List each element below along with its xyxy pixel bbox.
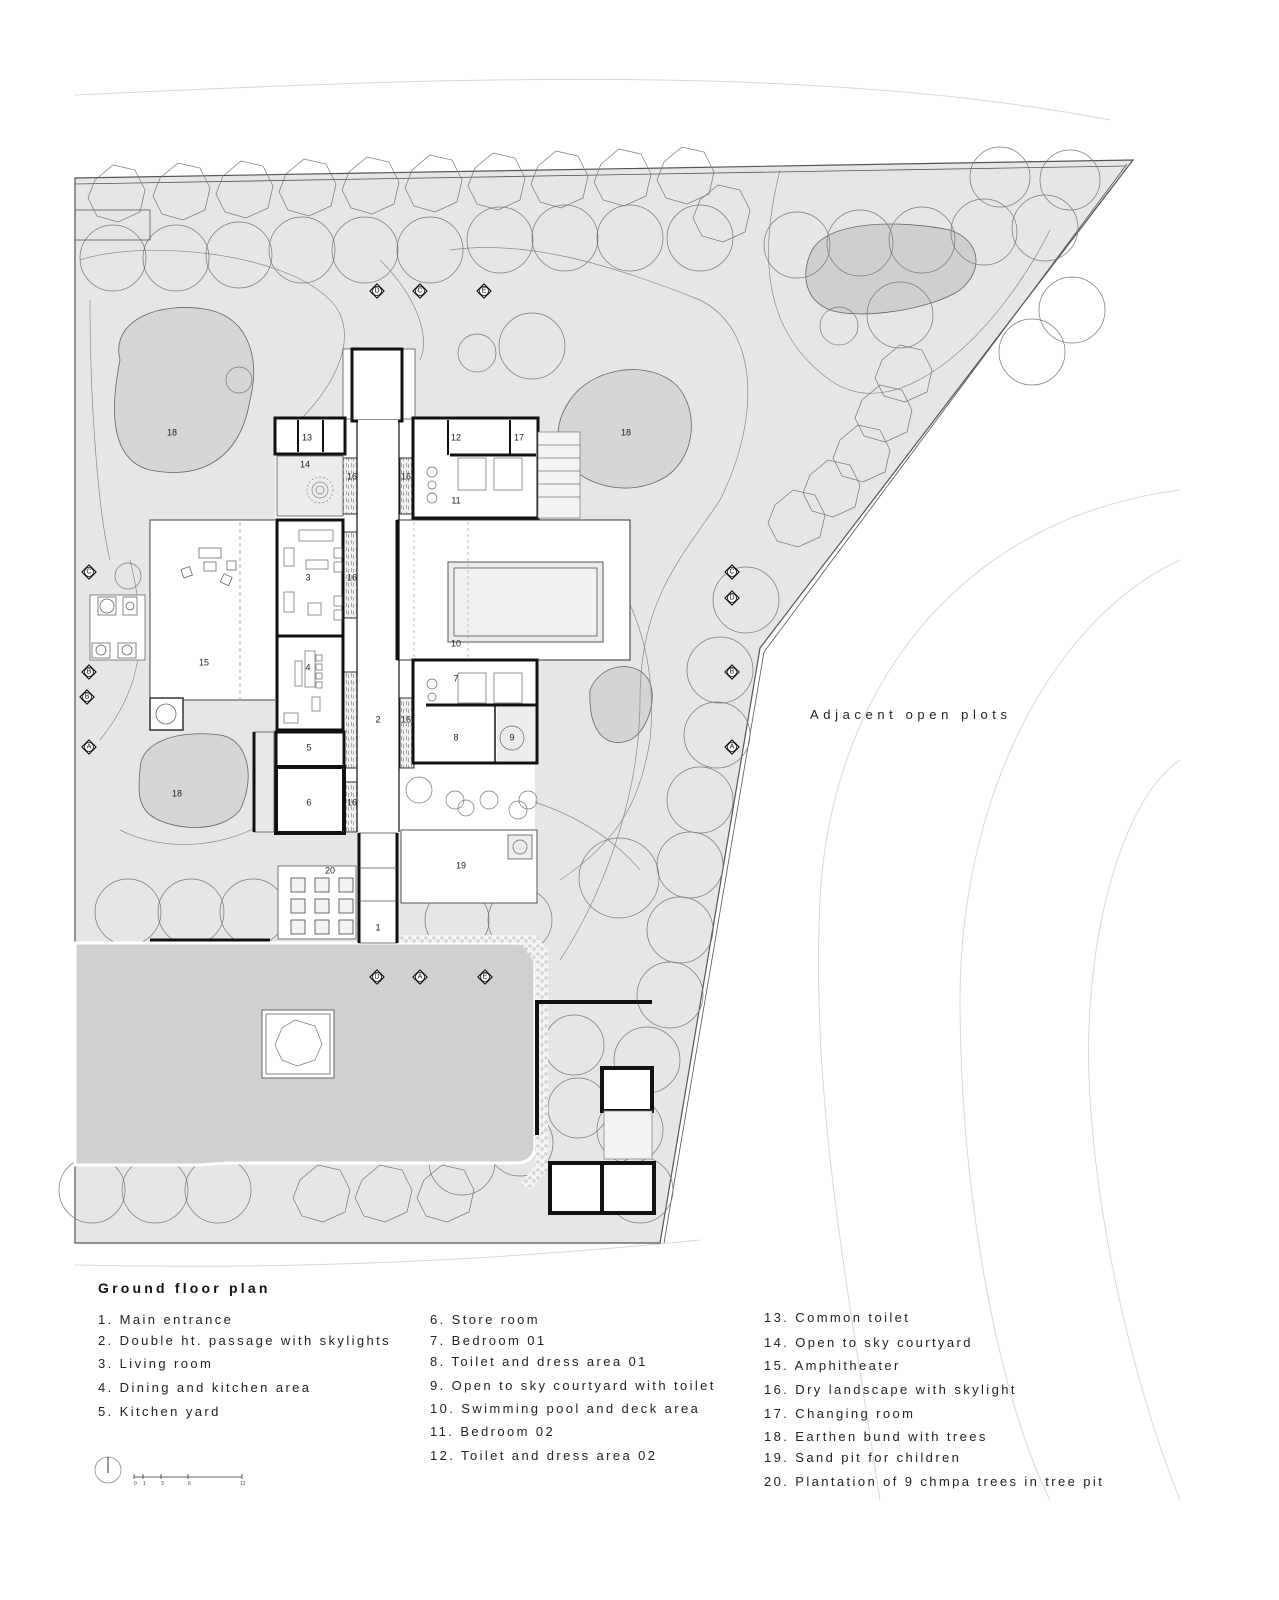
legend-item: 20. Plantation of 9 chmpa trees in tree … xyxy=(764,1474,1105,1489)
legend-item: 9. Open to sky courtyard with toilet xyxy=(430,1378,716,1393)
legend-item: 14. Open to sky courtyard xyxy=(764,1335,973,1350)
legend-item: 8. Toilet and dress area 01 xyxy=(430,1354,648,1369)
scale-tick: 12 xyxy=(240,1481,246,1487)
legend-item: 13. Common toilet xyxy=(764,1310,911,1325)
scale-bar: 0 1 3 6 12 xyxy=(94,1455,254,1495)
scale-tick: 6 xyxy=(188,1481,191,1487)
legend-item: 19. Sand pit for children xyxy=(764,1450,962,1465)
legend-item: 15. Amphitheater xyxy=(764,1358,901,1373)
legend-item: 4. Dining and kitchen area xyxy=(98,1380,312,1395)
legend-title: Ground floor plan xyxy=(98,1280,271,1296)
legend-item: 1. Main entrance xyxy=(98,1312,234,1327)
scale-tick: 0 xyxy=(134,1481,137,1487)
legend-item: 18. Earthen bund with trees xyxy=(764,1429,988,1444)
adjacent-contours xyxy=(74,78,1181,1501)
adjacent-plots-label: Adjacent open plots xyxy=(810,707,1012,722)
legend-item: 17. Changing room xyxy=(764,1406,916,1421)
building xyxy=(252,347,631,944)
forecourt-tree-icon xyxy=(274,1019,323,1067)
scale-tick: 1 xyxy=(143,1481,146,1487)
scale-tick: 3 xyxy=(161,1481,164,1487)
legend-item: 6. Store room xyxy=(430,1312,540,1327)
legend-item: 7. Bedroom 01 xyxy=(430,1333,547,1348)
room-15-amphitheater xyxy=(149,519,278,701)
north-arrow-icon xyxy=(94,1456,243,1484)
room-20-champa-plantation xyxy=(277,865,357,940)
legend-item: 5. Kitchen yard xyxy=(98,1404,221,1419)
legend-item: 2. Double ht. passage with skylights xyxy=(98,1333,392,1348)
legend-item: 10. Swimming pool and deck area xyxy=(430,1401,701,1416)
legend-item: 11. Bedroom 02 xyxy=(430,1424,556,1439)
legend-item: 3. Living room xyxy=(98,1356,214,1371)
legend-item: 16. Dry landscape with skylight xyxy=(764,1382,1017,1397)
octagonal-trees xyxy=(87,146,933,1223)
earthen-bunds xyxy=(114,223,977,828)
legend-item: 12. Toilet and dress area 02 xyxy=(430,1448,658,1463)
service-block xyxy=(535,1000,656,1215)
